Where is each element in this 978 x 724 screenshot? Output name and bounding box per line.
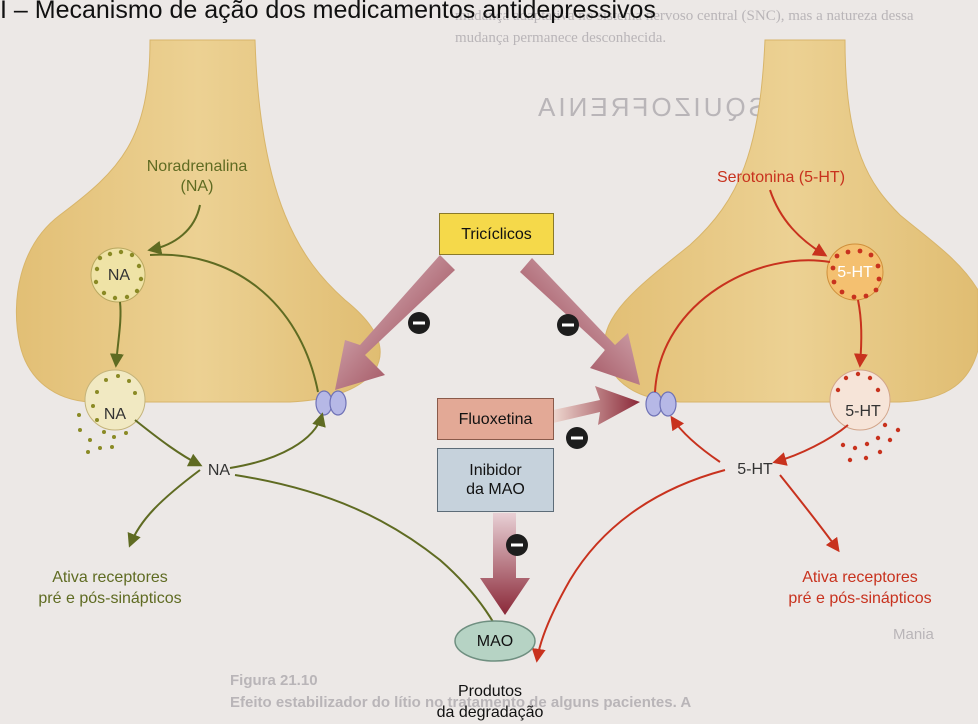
noradrenaline-abbrev: (NA) [138,177,256,196]
maoi-box: Inibidor da MAO [437,448,554,512]
fluoxetine-arrow [553,386,640,425]
maoi-label-line-1: Inibidor [469,461,521,480]
noradrenaline-label: Noradrenalina [138,157,256,176]
mao-label: MAO [465,632,525,651]
inhibition-marker-fluoxetine [566,427,588,449]
serotonin-label: Serotonina (5-HT) [716,168,846,187]
left-vesicle-label: NA [104,266,134,285]
right-release-label: 5-HT [840,402,886,421]
products-label-2: da degradação [430,703,550,722]
right-cleft-label: 5-HT [732,460,778,479]
products-label-1: Produtos [430,682,550,701]
left-cleft-label: NA [204,461,234,480]
left-receptor-label-2: pré e pós-sinápticos [20,589,200,608]
inhibition-marker-tricyclic-left [408,312,430,334]
fluoxetine-box: Fluoxetina [437,398,554,440]
left-receptor-label-1: Ativa receptores [20,568,200,587]
left-release-label: NA [100,405,130,424]
right-vesicle-release [830,370,890,430]
right-vesicle-label: 5-HT [832,263,878,282]
right-neuron-terminal [605,40,978,402]
inhibition-marker-tricyclic-right [557,314,579,336]
maoi-arrow [480,513,530,615]
right-receptor-label-1: Ativa receptores [770,568,950,587]
page-title: I – Mecanismo de ação dos medicamentos a… [0,0,656,24]
inhibition-marker-maoi [506,534,528,556]
maoi-label-line-2: da MAO [466,480,525,499]
left-neuron-terminal [16,40,380,402]
tricyclics-box: Tricíclicos [439,213,554,255]
right-receptor-label-2: pré e pós-sinápticos [770,589,950,608]
